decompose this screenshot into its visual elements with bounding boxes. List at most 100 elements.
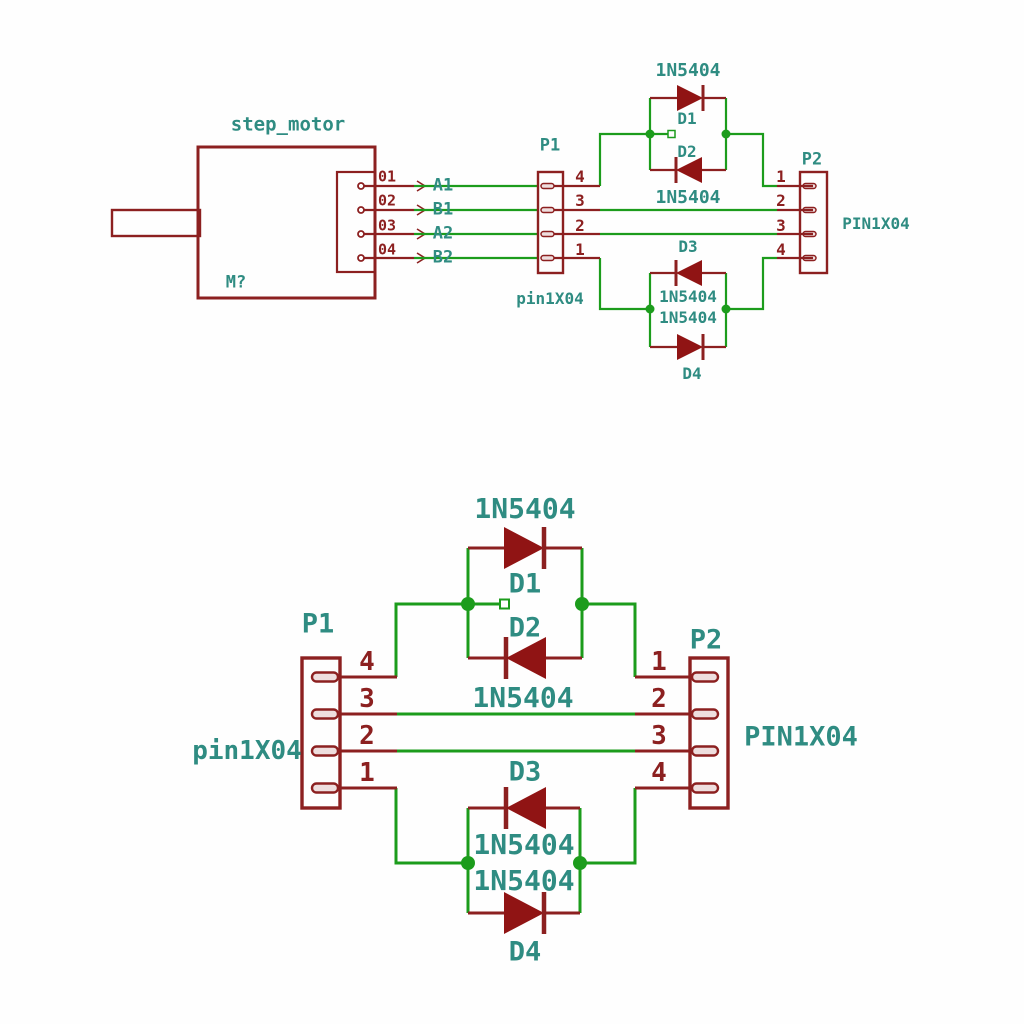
d1-reference: D1 [508,568,542,600]
detail-junction-dots [461,597,589,870]
junction-dot [573,856,587,870]
d3-value: 1N5404 [659,287,717,306]
connector-body [688,656,730,810]
motor-pin-box [335,170,377,274]
detail-graphics [300,527,730,934]
p1-reference: P1 [539,135,561,156]
p2-pin-number: 2 [651,684,667,714]
junction-dot [461,597,475,611]
wire [394,602,468,677]
diode-triangle [677,334,703,360]
motor-pin-end [357,254,365,262]
junction-dot [645,129,655,139]
connector-slot [310,745,340,757]
p2-reference: P2 [801,149,823,170]
diode-triangle [504,892,544,934]
p2-value: PIN1X04 [744,721,858,753]
wire [726,132,777,188]
detail-diode-d2 [468,637,582,679]
motor-body [196,145,377,300]
p1-value: pin1X04 [516,289,584,308]
d1-reference: D1 [677,109,697,128]
net-label: A2 [432,223,454,244]
connector-body [300,656,342,810]
d4-value: 1N5404 [659,308,717,327]
p2-pin-number: 4 [651,758,667,788]
wire [580,788,637,865]
p1-pin-number: 4 [359,647,375,677]
d2-value: 1N5404 [655,187,721,208]
connector-body [536,170,565,275]
motor-shaft [110,208,202,238]
overview-diode-d3 [650,260,726,286]
d2-reference: D2 [508,612,542,644]
net-label: A1 [432,175,454,196]
p1-pin-number: 4 [575,167,585,186]
wire [598,258,650,311]
connector-slot [540,206,555,214]
detail-p1-symbol [300,656,397,810]
p2-pin-number: 2 [776,191,786,210]
detail-diode-d3 [468,787,580,829]
connector-body [798,170,829,275]
p1-pin-number: 2 [359,721,375,751]
connector-slot [690,671,720,683]
diode-triangle [677,85,703,111]
motor-pin-number: 02 [377,191,397,210]
motor-pin-end [357,206,365,214]
p1-pin-number: 1 [575,240,585,259]
connector-slot [310,708,340,720]
junction-dot [575,597,589,611]
d4-reference: D4 [508,936,542,968]
p2-value: PIN1X04 [842,214,910,233]
diode-triangle [676,157,702,183]
d4-value: 1N5404 [473,864,575,897]
connector-slot [310,671,340,683]
detail-p2-symbol [635,656,730,810]
overview-p1-symbol [536,170,600,275]
junction-dot [645,304,655,314]
p2-pin-number: 1 [776,167,786,186]
overview-graphics [110,85,829,360]
motor-reference: M? [225,272,247,293]
p1-reference: P1 [301,608,335,640]
d2-value: 1N5404 [472,681,574,714]
motor-pin-end [357,182,365,190]
diode-triangle [506,787,546,829]
overview-diode-d2 [650,157,726,183]
wire [582,602,637,677]
wire [394,788,468,865]
p1-value: pin1X04 [192,736,302,766]
d3-reference: D3 [678,237,698,256]
p1-pin-number: 3 [359,684,375,714]
connector-slot [540,230,555,238]
net-label: B2 [432,247,454,268]
p1-pin-number: 1 [359,758,375,788]
d2-reference: D2 [677,142,697,161]
motor-pin-number: 04 [377,240,397,259]
connector-slot [310,782,340,794]
motor-pin-number: 03 [377,216,397,235]
p2-pin-number: 1 [651,647,667,677]
connector-slot [690,745,720,757]
overview-diode-d1 [650,85,726,111]
d1-value: 1N5404 [474,492,576,525]
d3-value: 1N5404 [473,828,575,861]
motor-pin-number: 01 [377,167,397,186]
diode-triangle [504,527,544,569]
dangling-wire-end [499,598,510,610]
dangling-wire-end [667,129,676,139]
wire [726,256,777,311]
p2-pin-number: 3 [651,721,667,751]
connector-slot [690,782,720,794]
p2-pin-number: 3 [776,216,786,235]
detail-diode-d1 [468,527,582,569]
p1-pin-number: 2 [575,216,585,235]
connector-slot [540,254,555,262]
connector-slot [540,182,555,190]
wire [598,132,650,186]
net-label: B1 [432,199,454,220]
junction-dot [721,304,731,314]
